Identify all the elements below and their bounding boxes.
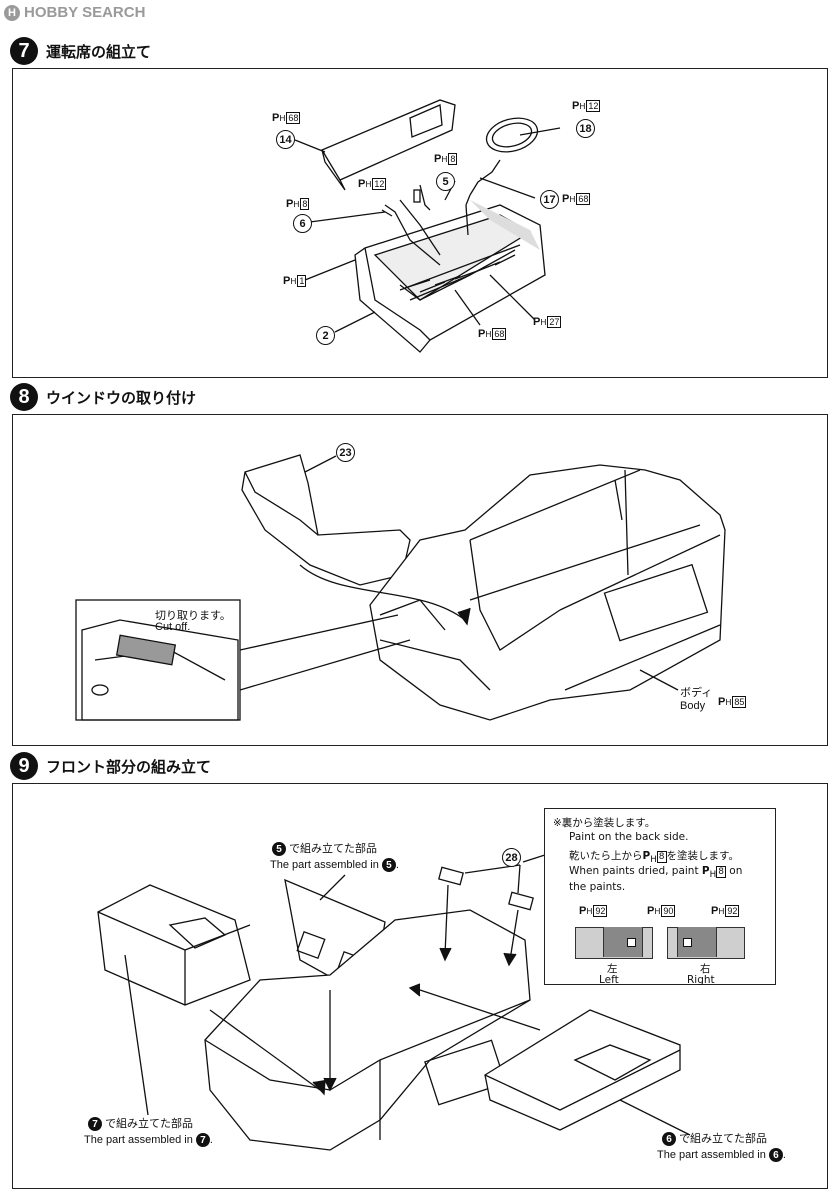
window-body-drawing (75, 454, 726, 721)
note-line-5: the paints. (569, 881, 626, 893)
part-callout-14: 14 (276, 130, 295, 149)
left-label-en: Left (599, 974, 619, 986)
paint-note-box: ※裏から塗装します。 Paint on the back side. 乾いたら上… (544, 808, 776, 986)
part-callout-18: 18 (576, 119, 595, 138)
part-callout-23: 23 (336, 443, 355, 462)
right-lamp-square (683, 938, 692, 947)
step-8-header: 8 ウインドウの取り付け (10, 383, 196, 411)
step-number: 9 (10, 752, 38, 780)
ref-step7-en: The part assembled in 7. (84, 1133, 213, 1147)
right-label-jp: 右 (700, 963, 711, 975)
part-callout-17: 17 (540, 190, 559, 209)
step-title: フロント部分の組み立て (46, 757, 212, 776)
ref-step6-en: The part assembled in 6. (657, 1148, 786, 1162)
logo-text: HOBBY SEARCH (24, 4, 146, 21)
part-callout-5: 5 (436, 172, 455, 191)
left-label-jp: 左 (607, 963, 618, 975)
step-title: ウインドウの取り付け (46, 388, 197, 407)
step-number: 8 (10, 383, 38, 411)
right-label-en: Right (687, 974, 715, 986)
step-9-header: 9 フロント部分の組み立て (10, 752, 211, 780)
part-callout-6: 6 (293, 214, 312, 233)
ref-step5-en: The part assembled in 5. (270, 858, 399, 872)
body-label-jp: ボディ (680, 687, 713, 699)
left-dark-swatch (603, 927, 643, 957)
ref-step5-jp: 5 で組み立てた部品 (272, 840, 377, 857)
ref-step6-jp: 6 で組み立てた部品 (662, 1130, 767, 1147)
step-title: 運転席の組立て (46, 42, 152, 61)
part-callout-28: 28 (502, 848, 521, 867)
step-number: 7 (10, 37, 38, 65)
part-callout-2: 2 (316, 326, 335, 345)
cutoff-label-jp: 切り取ります。 (155, 610, 231, 622)
note-line-1: ※裏から塗装します。 (553, 817, 656, 829)
hobby-search-logo: H HOBBY SEARCH (4, 4, 145, 21)
left-lamp-square (627, 938, 636, 947)
step-7-header: 7 運転席の組立て (10, 37, 151, 65)
note-line-2: Paint on the back side. (569, 831, 689, 843)
driver-seat-drawing (294, 99, 561, 353)
front-assembly-drawing (97, 853, 691, 1151)
logo-mark-icon: H (4, 4, 20, 21)
cutoff-label-en: Cut off. (155, 621, 191, 633)
body-label-en: Body (680, 700, 706, 712)
ref-step7-jp: 7 で組み立てた部品 (88, 1115, 193, 1132)
